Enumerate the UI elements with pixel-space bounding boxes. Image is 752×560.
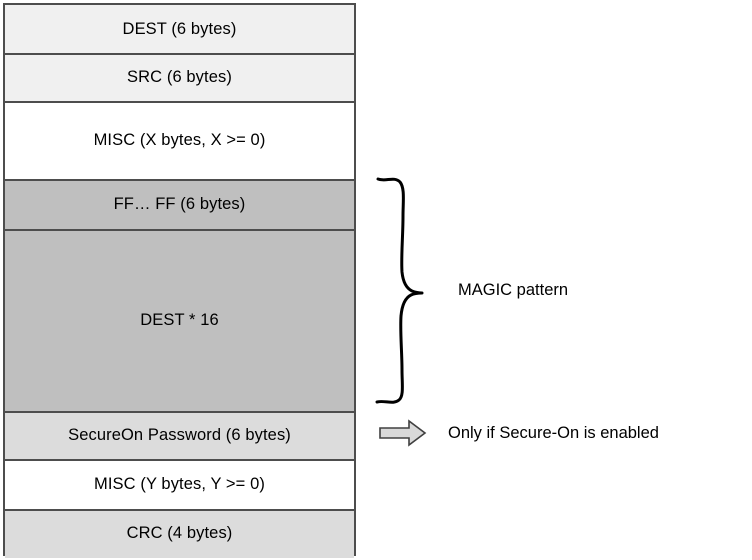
field-separator	[5, 459, 354, 461]
curly-brace-icon	[372, 172, 424, 408]
packet-field-label: CRC (4 bytes)	[126, 524, 233, 543]
field-separator	[5, 411, 354, 413]
packet-field-stack: DEST (6 bytes) SRC (6 bytes) MISC (X byt…	[3, 3, 356, 558]
packet-field-label: DEST (6 bytes)	[122, 19, 237, 38]
magic-pattern-label: MAGIC pattern	[458, 281, 569, 299]
packet-field-label: SecureOn Password (6 bytes)	[68, 426, 291, 445]
field-separator	[5, 509, 354, 511]
packet-field-ff-sync: FF… FF (6 bytes)	[5, 180, 354, 230]
field-separator	[5, 229, 354, 231]
packet-field-src: SRC (6 bytes)	[5, 54, 354, 102]
packet-field-label: MISC (X bytes, X >= 0)	[93, 131, 266, 150]
block-arrow-right-icon	[379, 419, 427, 447]
packet-field-misc-y: MISC (Y bytes, Y >= 0)	[5, 460, 354, 510]
packet-field-label: MISC (Y bytes, Y >= 0)	[94, 475, 265, 494]
packet-field-dest-x16: DEST * 16	[5, 230, 354, 412]
packet-field-label: SRC (6 bytes)	[127, 68, 232, 87]
packet-field-label: DEST * 16	[140, 311, 219, 330]
field-separator	[5, 179, 354, 181]
packet-field-misc-x: MISC (X bytes, X >= 0)	[5, 102, 354, 180]
packet-field-secureon-password: SecureOn Password (6 bytes)	[5, 412, 354, 460]
packet-field-dest: DEST (6 bytes)	[5, 5, 354, 54]
packet-field-label: FF… FF (6 bytes)	[113, 195, 246, 214]
packet-field-crc: CRC (4 bytes)	[5, 510, 354, 558]
field-separator	[5, 53, 354, 55]
field-separator	[5, 101, 354, 103]
secureon-note-label: Only if Secure-On is enabled	[448, 424, 659, 442]
